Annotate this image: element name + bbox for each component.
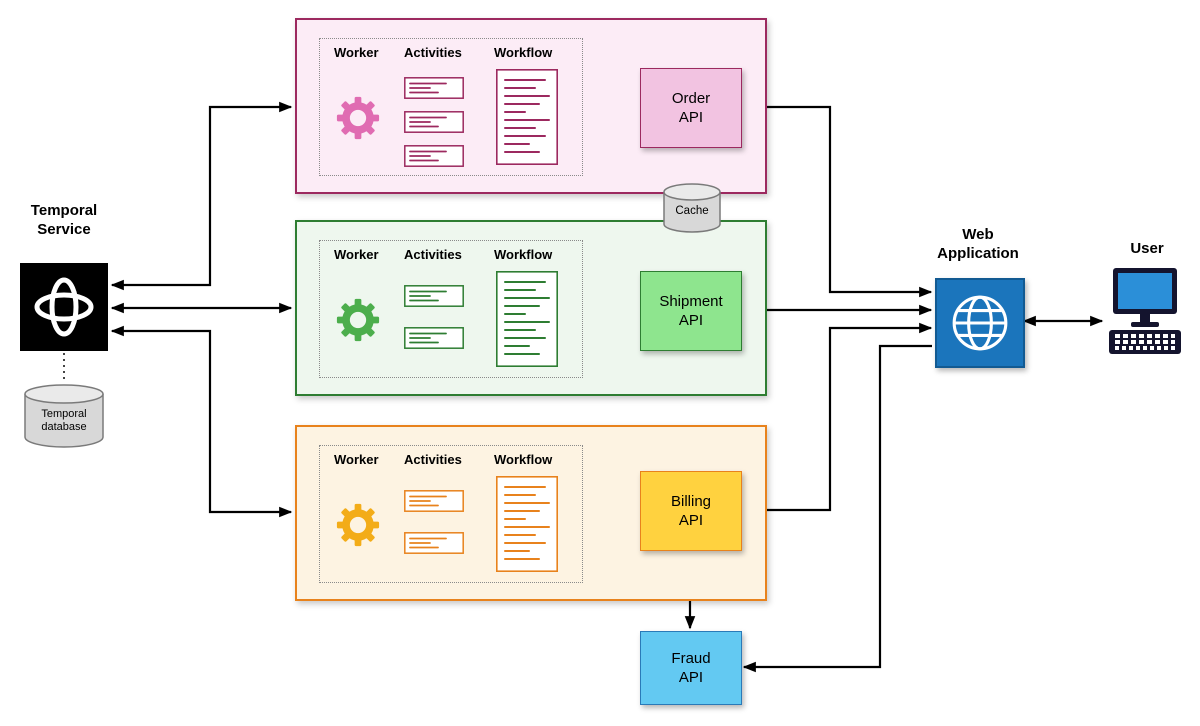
activity-card-icon [404,490,464,512]
workflow-document-icon [496,69,558,165]
order-api-label: Order API [671,89,711,127]
workflow-document-icon [496,271,558,367]
arrow-webapp-fraudapi [742,344,932,673]
activity-card-icon [404,532,464,554]
arrow-temporal-order [110,101,293,291]
workflow-label: Workflow [494,45,553,60]
cache-cylinder-icon [663,183,721,233]
worker-label: Worker [334,247,379,262]
billing-api-node: Billing API [640,471,742,551]
desktop-computer-icon [1109,268,1181,354]
arrow-billingapi-webapp [742,322,933,516]
activity-card-icon [404,145,464,167]
billing-worker-area: Worker Activities Workflow [319,445,583,583]
worker-label: Worker [334,452,379,467]
web-application-node [935,278,1025,368]
fraud-api-node: Fraud API [640,631,742,705]
fraud-api-label: Fraud API [671,649,711,687]
worker-gear-icon [335,502,381,548]
temporal-database-node: Temporal database [24,384,104,448]
activities-label: Activities [404,452,462,467]
workflow-label: Workflow [494,247,553,262]
order-api-node: Order API [640,68,742,148]
worker-gear-icon [335,95,381,141]
worker-gear-icon [335,297,381,343]
activities-label: Activities [404,45,462,60]
user-label: User [1130,240,1164,257]
temporal-database-label: Temporal database [41,407,87,433]
worker-label: Worker [334,45,379,60]
shipment-api-label: Shipment API [659,292,723,330]
workflow-document-icon [496,476,558,572]
temporal-service-node [20,263,108,351]
cache-node: Cache [663,183,721,233]
shipment-api-node: Shipment API [640,271,742,351]
activities-label: Activities [404,247,462,262]
activity-card-icon [404,327,464,349]
temporal-logo-icon [34,277,94,337]
activity-card-icon [404,285,464,307]
activity-card-icon [404,111,464,133]
shipment-worker-area: Worker Activities Workflow [319,240,583,378]
billing-api-label: Billing API [670,492,712,530]
globe-icon [952,295,1008,351]
cache-label: Cache [675,205,709,218]
arrow-orderapi-webapp [742,101,933,298]
temporal-service-label: Temporal Service [30,202,98,238]
activity-card-icon [404,77,464,99]
web-application-label: Web Application [937,226,1019,262]
order-worker-area: Worker Activities Workflow [319,38,583,176]
database-cylinder-icon [24,384,104,448]
workflow-label: Workflow [494,452,553,467]
arrow-temporal-billing [110,325,293,518]
